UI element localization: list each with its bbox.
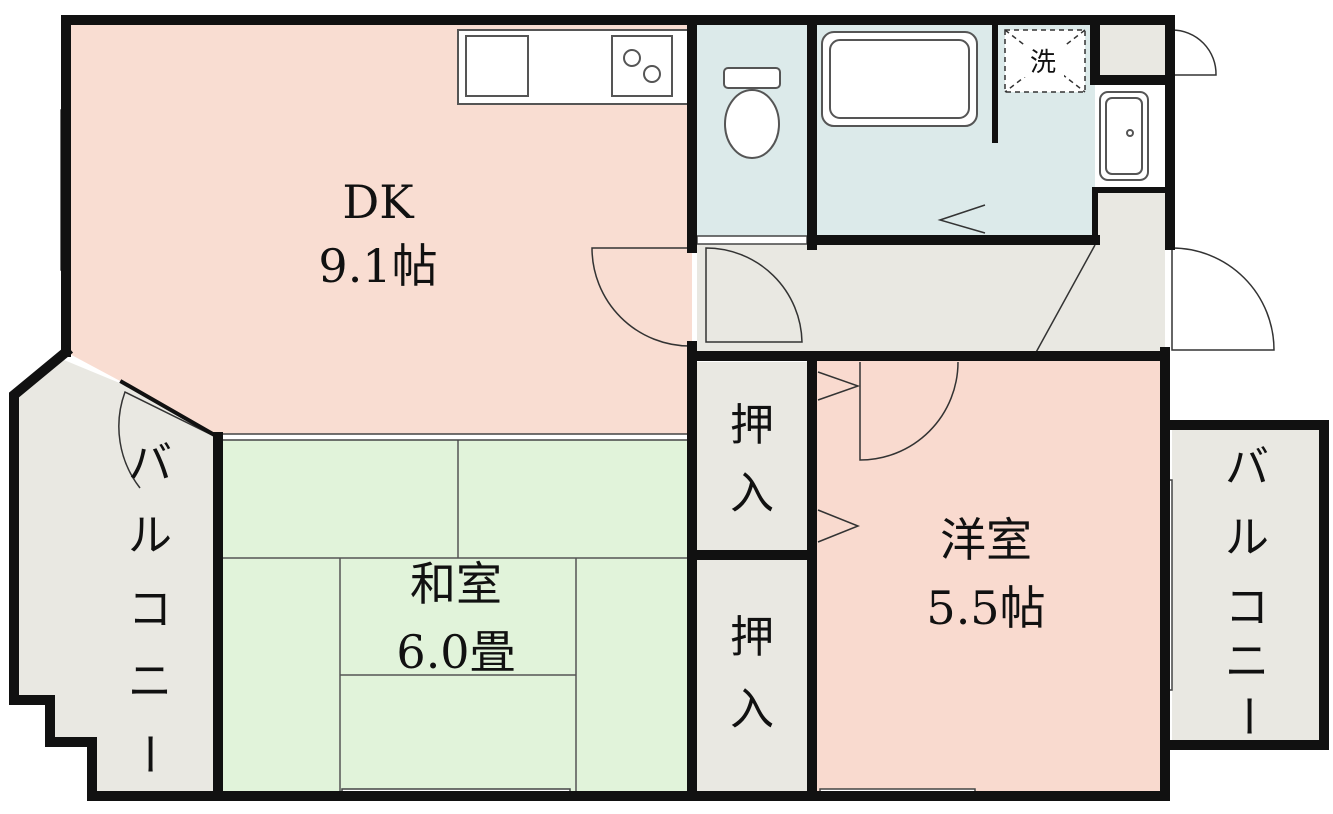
- balcony-left-char: コ: [128, 584, 172, 635]
- bathtub-icon: [821, 31, 978, 127]
- closet-upper-fill: [697, 362, 809, 550]
- balcony-left-char: ニ: [128, 656, 172, 707]
- toilet-icon: [723, 67, 781, 159]
- balcony-right-char: コ: [1225, 582, 1269, 633]
- balcony-right-char: ル: [1225, 512, 1269, 563]
- balcony-left-char: ル: [128, 510, 172, 561]
- closet-lower-fill: [697, 560, 809, 792]
- washitsu-room: [222, 440, 692, 792]
- balcony-left-label: バ ル コ ニ ー: [123, 438, 174, 776]
- tatami-lines: [222, 440, 692, 792]
- hallway: [697, 240, 1165, 356]
- closet-lower-char1: 押: [730, 612, 774, 663]
- door-swings: [118, 29, 1275, 543]
- washitsu-name: 和室: [410, 557, 502, 611]
- yoshitsu-room: [815, 360, 1165, 792]
- dk-room: [66, 25, 692, 437]
- dk-size: 9.1帖: [318, 239, 437, 293]
- washitsu-size: 6.0畳: [396, 625, 515, 679]
- closet-lower-char2: 入: [730, 684, 774, 735]
- top-right-nook: [1098, 25, 1165, 80]
- balcony-left-char: バ: [128, 438, 172, 489]
- balcony-left-char: ー: [123, 732, 174, 776]
- balcony-right-label: バ ル コ ニ ー: [1222, 442, 1273, 738]
- balcony-left: [14, 360, 218, 792]
- balcony-right-char: ニ: [1225, 636, 1269, 687]
- entry-nook: [1095, 190, 1165, 245]
- balcony-right-char: バ: [1225, 442, 1269, 493]
- balcony-right-char: ー: [1222, 694, 1273, 738]
- walls: [9, 15, 1329, 801]
- washer-label: 洗: [1030, 48, 1056, 78]
- kitchen-counter: [457, 29, 691, 105]
- washer-space: 洗: [1004, 29, 1086, 93]
- sink-icon: [1099, 91, 1149, 181]
- yoshitsu-name: 洋室: [940, 513, 1032, 567]
- balcony-right: [1172, 425, 1324, 745]
- yoshitsu-size: 5.5帖: [926, 581, 1045, 635]
- dk-name: DK: [342, 175, 415, 229]
- closet-upper-char1: 押: [730, 400, 774, 451]
- closet-upper-char2: 入: [730, 468, 774, 519]
